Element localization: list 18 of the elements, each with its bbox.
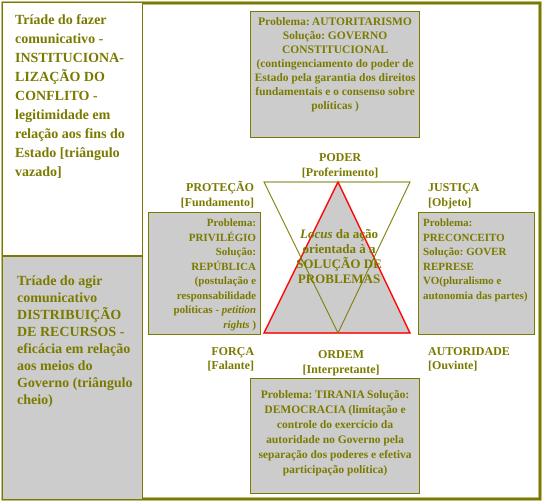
vertex-label: PODER [319,150,361,164]
info-panel: Tríade do agir comunicativo DISTRIBUIÇÃO DE RECURSOS - eficácia em relação aos meios do Governo (triângulo cheio) [3,255,142,499]
vertex-label: AUTORIDADE [428,344,510,358]
vertex-label: JUSTIÇA [428,180,480,194]
role-label: [Proferimento] [302,165,378,179]
vertex-label: ORDEM [318,347,364,361]
vertex-label: FORÇA [211,344,254,358]
role-label: [Objeto] [428,195,472,209]
vertex-label: PROTEÇÃO [186,180,254,194]
problem-card: Problema: PRIVILÉGIO Solução: REPÚBLICA (postulação e responsabilidade políticas - petition rights ) [148,212,261,335]
role-label: [Ouvinte] [428,358,478,372]
problem-card: Problema: TIRANIA Solução: DEMOCRACIA (limitação e controle do exercício da autoridade no Governo pela separação dos poderes e efetiva participação política) [250,378,420,494]
info-panel: Tríade do fazer comunicativo - INSTITUCIONA-LIZAÇÃO DO CONFLITO - legitimidade em relação aos fins do Estado [triângulo vazado] [3,3,142,255]
role-label: [Falante] [207,358,254,372]
role-label: [Interpretante] [302,362,380,376]
problem-card: Problema: PRECONCEITO Solução: GOVER REPRESE VO(pluralismo e autonomia das partes) [418,212,535,335]
role-label: [Fundamento] [180,195,254,209]
problem-card: Problema: AUTORITARISMO Solução: GOVERNO CONSTITUCIONAL (contingenciamento do poder de Estado pela garantia dos direitos fundamentais e o consenso sobre políticas ) [250,11,420,138]
